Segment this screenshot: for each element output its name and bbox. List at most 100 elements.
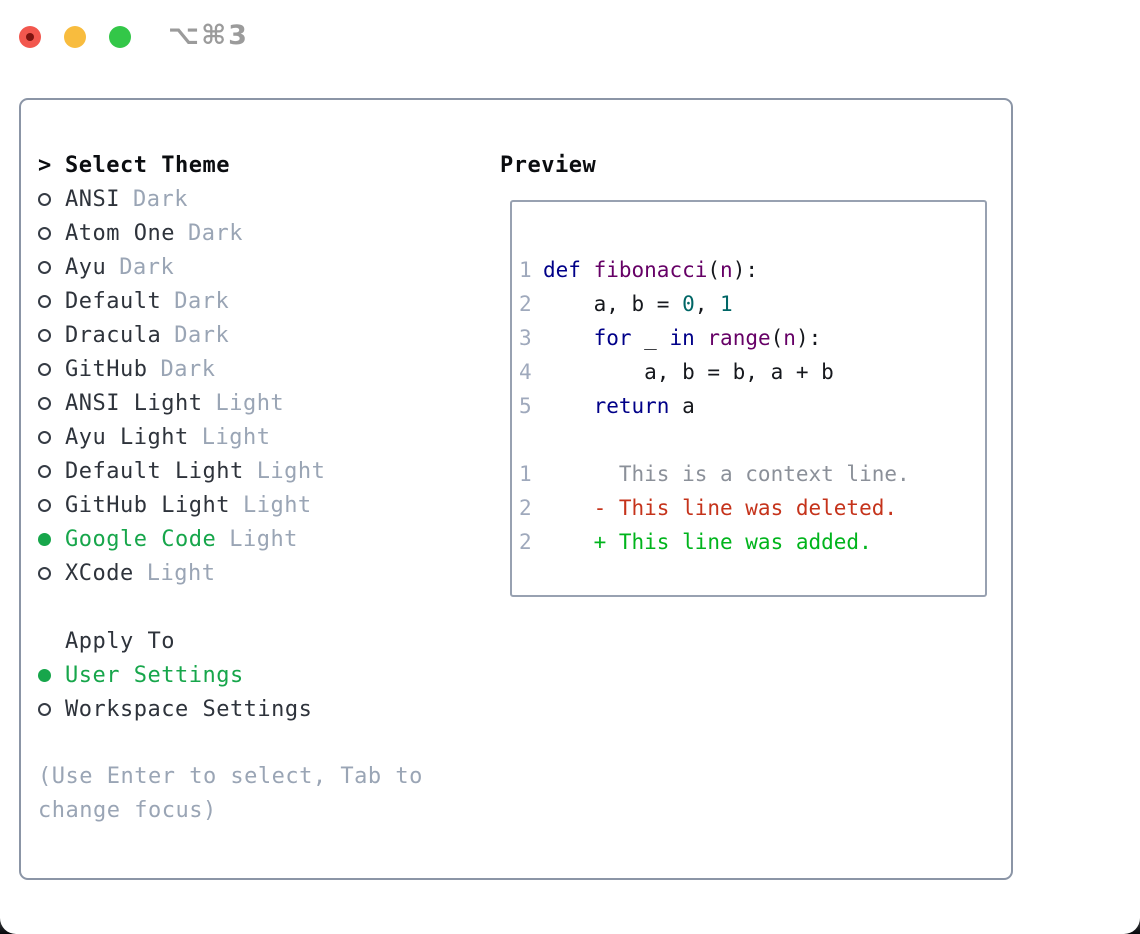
preview-header: Preview <box>500 152 597 178</box>
apply-to-header-row: Apply To <box>38 624 423 658</box>
close-dot-icon <box>26 33 34 41</box>
window-title: ⌥⌘3 <box>168 20 249 51</box>
radio-cell <box>38 498 65 512</box>
section-gap <box>38 590 423 624</box>
theme-item[interactable]: Ayu Dark <box>38 250 423 284</box>
theme-item-label: Atom One <box>65 220 175 246</box>
code-line: 3 for _ in range(n): <box>519 321 985 355</box>
line-number: 2 <box>519 292 532 316</box>
theme-item-variant: Light <box>215 390 285 416</box>
diff-line: 2 + This line was added. <box>519 525 985 559</box>
theme-item[interactable]: ANSI Light Light <box>38 386 423 420</box>
theme-item-label: ANSI <box>65 186 120 212</box>
code-text: a, b = 0, 1 <box>543 292 733 316</box>
minimize-button[interactable] <box>64 26 86 48</box>
radio-selected-icon <box>38 668 51 682</box>
blank-line <box>519 423 985 457</box>
radio-unselected-icon <box>38 362 51 376</box>
theme-item-label: GitHub <box>65 356 148 382</box>
code-text: def fibonacci(n): <box>543 258 758 282</box>
theme-item[interactable]: Google Code Light <box>38 522 423 556</box>
apply-to-label: User Settings <box>65 662 244 688</box>
theme-item[interactable]: GitHub Dark <box>38 352 423 386</box>
theme-item-variant: Dark <box>132 186 188 212</box>
titlebar: ⌥⌘3 <box>0 0 1140 74</box>
diff-line: 2 - This line was deleted. <box>519 491 985 525</box>
theme-item-variant: Light <box>229 526 298 552</box>
theme-item-label: Default Light <box>65 458 244 484</box>
theme-item-variant: Dark <box>174 322 230 348</box>
diff-text: - This line was deleted. <box>543 496 898 520</box>
radio-cell <box>38 294 65 308</box>
radio-unselected-icon <box>38 260 51 274</box>
diff-text: This is a context line. <box>543 462 910 486</box>
close-button[interactable] <box>19 26 41 48</box>
code-line: 5 return a <box>519 389 985 423</box>
radio-unselected-icon <box>38 396 51 410</box>
theme-item[interactable]: GitHub Light Light <box>38 488 423 522</box>
theme-item-label: Ayu <box>65 254 107 280</box>
focus-caret-icon: > <box>38 152 52 178</box>
radio-cell <box>38 396 65 410</box>
code-text: for _ in range(n): <box>593 326 822 350</box>
help-gap <box>38 726 423 760</box>
radio-unselected-icon <box>38 226 51 240</box>
radio-cell <box>38 430 65 444</box>
theme-item-variant: Dark <box>160 356 216 382</box>
line-number: 4 <box>519 360 532 384</box>
theme-item-variant: Dark <box>174 288 230 314</box>
code-line: 4 a, b = b, a + b <box>519 355 985 389</box>
radio-cell <box>38 192 65 206</box>
theme-item[interactable]: XCode Light <box>38 556 423 590</box>
line-number: 5 <box>519 394 532 418</box>
theme-item-variant: Light <box>256 458 326 484</box>
radio-cell <box>38 464 65 478</box>
radio-cell <box>38 362 65 376</box>
code-line: 2 a, b = 0, 1 <box>519 287 985 321</box>
line-number: 3 <box>519 326 532 350</box>
radio-unselected-icon <box>38 498 51 512</box>
theme-item-label: XCode <box>65 560 134 586</box>
theme-item[interactable]: ANSI Dark <box>38 182 423 216</box>
line-number: 1 <box>519 462 532 486</box>
select-theme-header: Select Theme <box>65 152 230 178</box>
theme-item-variant: Light <box>242 492 312 518</box>
line-number: 2 <box>519 530 532 554</box>
radio-unselected-icon <box>38 702 51 716</box>
theme-item[interactable]: Default Light Light <box>38 454 423 488</box>
apply-to-option[interactable]: Workspace Settings <box>38 692 423 726</box>
radio-cell <box>38 260 65 274</box>
diff-line: 1 This is a context line. <box>519 457 985 491</box>
radio-cell <box>38 668 65 682</box>
apply-to-option[interactable]: User Settings <box>38 658 423 692</box>
radio-unselected-icon <box>38 294 51 308</box>
select-theme-header-row: > Select Theme <box>38 148 423 182</box>
radio-unselected-icon <box>38 192 51 206</box>
radio-cell <box>38 702 65 716</box>
radio-unselected-icon <box>38 328 51 342</box>
radio-unselected-icon <box>38 430 51 444</box>
theme-item-variant: Light <box>201 424 271 450</box>
zoom-button[interactable] <box>109 26 131 48</box>
theme-item-variant: Light <box>146 560 216 586</box>
theme-item-label: ANSI Light <box>65 390 203 416</box>
radio-cell <box>38 566 65 580</box>
theme-item-label: GitHub Light <box>65 492 230 518</box>
theme-item-label: Google Code <box>65 526 217 552</box>
theme-item-variant: Dark <box>119 254 175 280</box>
radio-unselected-icon <box>38 464 51 478</box>
radio-cell <box>38 532 65 546</box>
code-text: a, b = b, a + b <box>543 360 834 384</box>
help-text-line-2: change focus) <box>38 798 217 823</box>
